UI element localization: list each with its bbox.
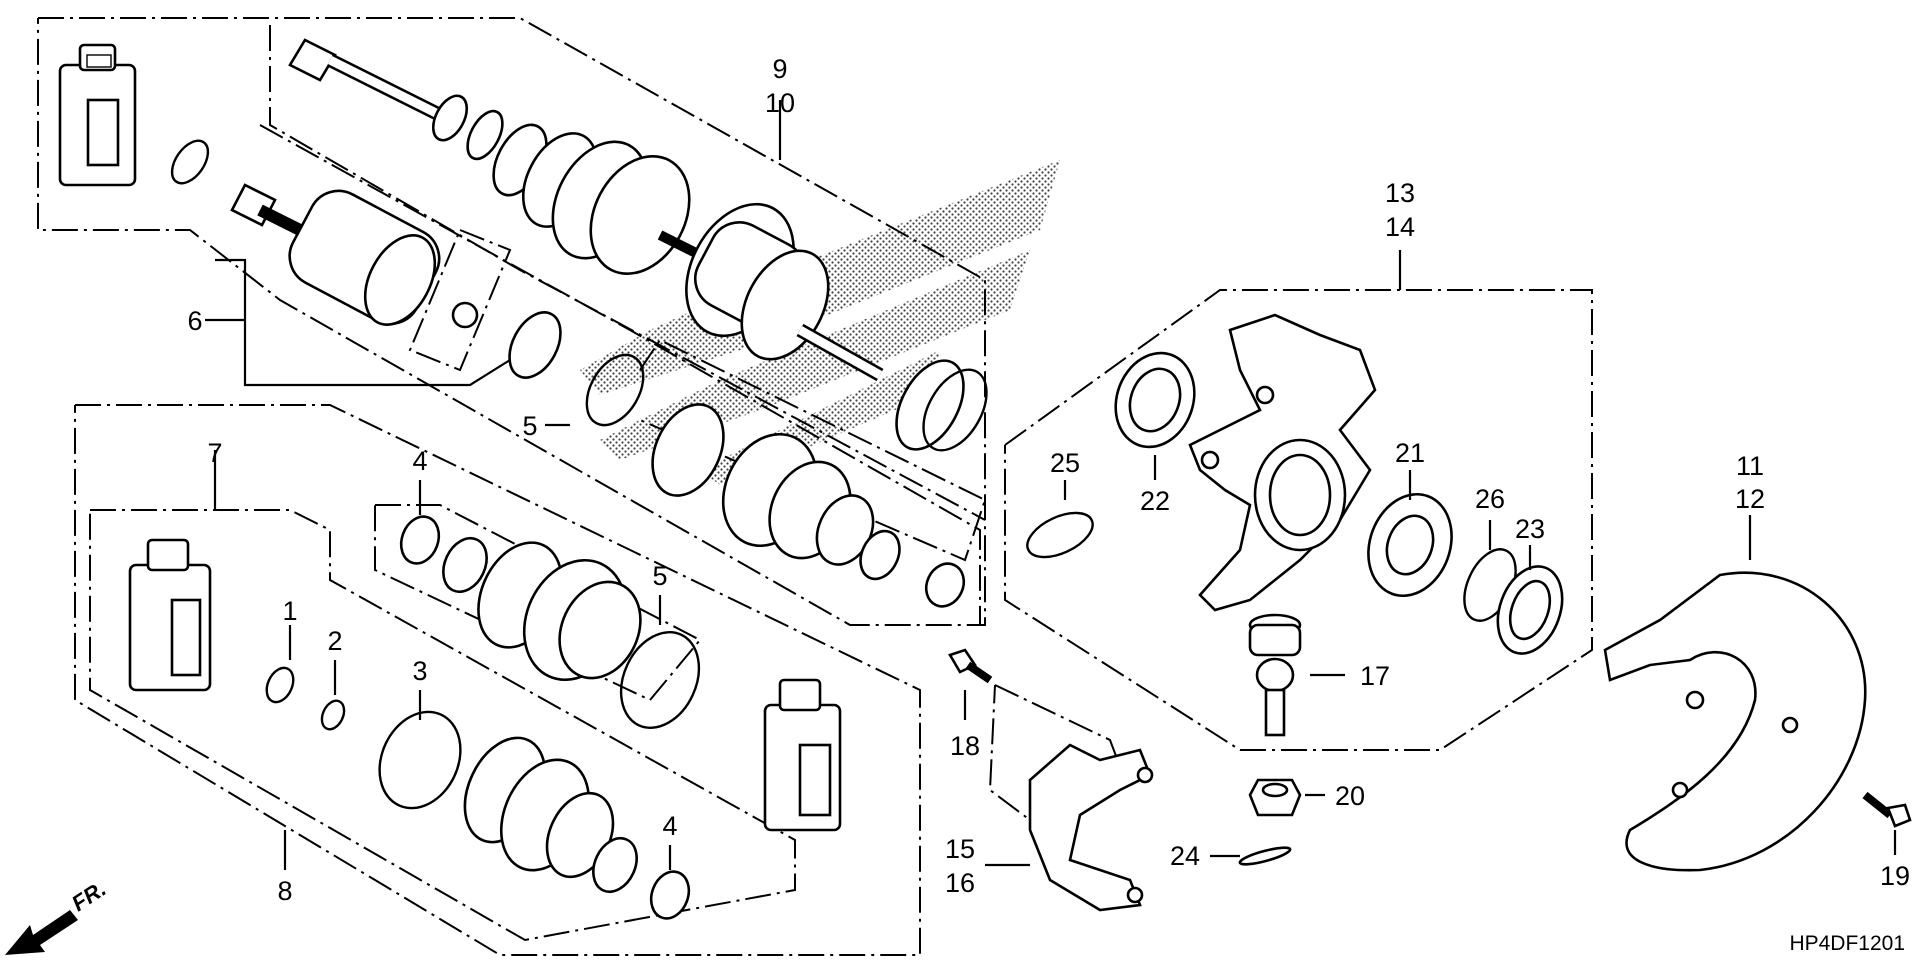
outline-knuckle-group [1004,289,1593,751]
front-direction-arrow-icon [5,910,78,955]
callout-1: 1 [282,596,297,626]
bearing-22-icon [1367,492,1453,598]
band-3-icon [378,710,462,810]
callout-24: 23 [1515,514,1545,544]
diagram-code: HP4DF1201 [1789,932,1905,955]
callout-14: 13 [1385,178,1415,208]
group-outlines [37,17,1593,956]
circlip-1-icon [265,666,295,704]
outline-driveshaft-top [269,25,986,521]
callout-5: 5 [522,411,537,441]
outer-boot-icon [651,368,988,608]
boot-clamp-4-upper-icon [399,515,441,565]
grease-bottle-top-icon [58,43,137,187]
callout-2: 2 [327,626,342,656]
ball-joint-18-icon [1248,613,1302,737]
leader-lines [205,100,1897,870]
outline-inner-joint [408,229,512,372]
callout-25: 24 [1170,841,1200,871]
callout-17: 16 [945,868,975,898]
callout-labels: 9 10 6 5 7 4 5 1 2 3 4 8 13 14 25 22 21 … [187,54,1910,906]
outline-driveshaft-assembly [37,17,986,626]
callout-4-lower: 4 [662,811,677,841]
inner-joint-icon [230,183,562,379]
driveshaft-assembly-icon [288,38,965,451]
callout-7: 6 [187,306,202,336]
brake-guard-icon [1028,743,1154,912]
callout-8: 7 [207,438,222,468]
front-direction-label: FR. [67,876,110,916]
outer-boot-kit-icon [463,736,638,894]
callout-6: 5 [652,561,667,591]
dust-shield-icon [1603,571,1867,872]
callout-9: 8 [277,876,292,906]
oil-seal-23-icon [1114,351,1196,449]
callout-20: 19 [1880,861,1910,891]
callout-19: 18 [950,731,980,761]
cotter-pin-25-icon [1238,846,1292,866]
callout-21: 20 [1335,781,1365,811]
callout-10: 9 [772,54,787,84]
outline-boot-upper [374,504,702,702]
callout-3: 3 [412,656,427,686]
callout-13: 12 [1735,484,1765,514]
snap-ring-2-icon [320,699,346,731]
bolt-20-icon [1862,791,1912,828]
grease-bottle-kit1-icon [128,538,212,692]
callout-12: 11 [1736,451,1764,481]
callout-4-upper: 4 [412,446,427,476]
boot-clamp-4-lower-icon [649,870,691,920]
callout-16: 15 [945,834,975,864]
snap-ring-top-icon [170,139,210,185]
callout-15: 14 [1385,212,1415,242]
outline-repair-kit-outer [74,404,921,956]
bolt-19-icon [948,648,993,684]
callout-26: 25 [1050,448,1080,478]
callout-11: 10 [765,88,795,118]
oil-seal-24-icon [1496,565,1564,655]
callout-23: 22 [1140,486,1170,516]
callout-27: 26 [1475,484,1505,514]
circlip-5-icon [585,353,645,427]
callout-18: 17 [1360,661,1390,691]
inner-boot-kit-icon [442,536,642,682]
circlip-26-icon [1026,511,1094,559]
callout-22: 21 [1395,438,1425,468]
grease-bottle-kit2-icon [763,678,842,832]
band-6-icon [619,630,701,730]
knuckle-icon [1188,313,1377,612]
outline-repair-kit-inner [89,509,796,942]
castle-nut-21-icon [1248,778,1302,817]
